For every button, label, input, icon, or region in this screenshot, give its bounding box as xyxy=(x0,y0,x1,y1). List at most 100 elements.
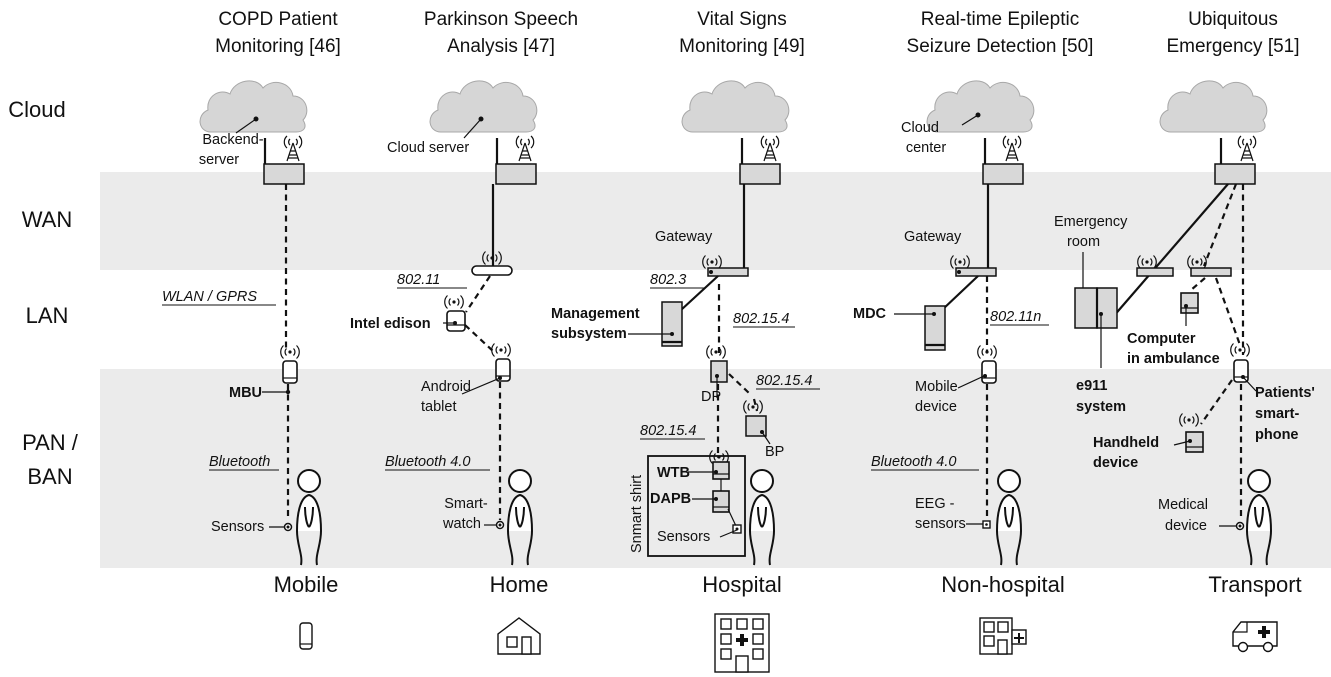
hub-label: Intel edison xyxy=(350,316,431,332)
column-title: COPD Patient xyxy=(218,9,338,30)
cell-tower-icon xyxy=(1002,135,1022,162)
protocol-label: WLAN / GPRS xyxy=(162,289,257,305)
wan-band xyxy=(100,172,1331,270)
emergency-room-building xyxy=(1074,287,1098,329)
cloud-center-label: center xyxy=(906,140,946,156)
patients-phone-label: Patients' xyxy=(1255,385,1315,401)
sensor-label: device xyxy=(1165,518,1207,534)
setting-label: Home xyxy=(490,572,549,597)
emergency-room-label: room xyxy=(1067,234,1100,250)
layer-label-cloud: Cloud xyxy=(8,97,65,122)
smartphone-icon xyxy=(299,622,313,650)
server-box xyxy=(739,163,781,185)
column-ubiquitous-emergency: Ubiquitous Emergency [51] Emergency room… xyxy=(1054,9,1315,653)
protocol-label: 802.15.4 xyxy=(733,311,789,327)
cell-tower-icon xyxy=(515,135,535,162)
wtb-label: WTB xyxy=(657,465,690,481)
mdc-box xyxy=(924,305,946,351)
dapb-device xyxy=(712,490,730,513)
protocol-label: 802.3 xyxy=(650,272,686,288)
dp-label: DP xyxy=(701,389,721,405)
server-box xyxy=(982,163,1024,185)
bp-label: BP xyxy=(765,444,784,460)
sensor-label: sensors xyxy=(915,516,966,532)
cloud-icon xyxy=(681,80,790,133)
column-title: Parkinson Speech xyxy=(424,9,578,30)
column-title: Real-time Epileptic xyxy=(921,9,1079,30)
hospital-building-icon xyxy=(714,613,770,673)
sensor-label: watch xyxy=(442,516,481,532)
setting-label: Hospital xyxy=(702,572,781,597)
cloud-server-label: Cloud server xyxy=(387,140,469,156)
column-title: Emergency [51] xyxy=(1166,36,1299,57)
cloud-icon xyxy=(1159,80,1268,133)
patients-phone-label: phone xyxy=(1255,427,1299,443)
management-label: subsystem xyxy=(551,326,627,342)
protocol-label: 802.11 xyxy=(397,272,440,288)
column-vital-signs: Vital Signs Monitoring [49] Gateway 802.… xyxy=(551,9,820,673)
gateway-box xyxy=(955,267,997,277)
server-box xyxy=(495,163,537,185)
patients-phone-label: smart- xyxy=(1255,406,1299,422)
e911-label: e911 xyxy=(1076,378,1107,394)
clinic-building-icon xyxy=(979,617,1027,655)
e911-label: system xyxy=(1076,399,1126,415)
dapb-label: DAPB xyxy=(650,491,691,507)
emergency-room-label: Emergency xyxy=(1054,214,1128,230)
sensor-label: EEG - xyxy=(915,496,955,512)
protocol-label: 802.15.4 xyxy=(756,373,812,389)
server-box xyxy=(263,163,305,185)
smart-shirt-frame xyxy=(647,455,746,557)
gateway-box xyxy=(707,267,749,277)
house-icon xyxy=(497,617,541,655)
management-subsystem-box xyxy=(661,301,683,347)
phone-icon xyxy=(1233,359,1249,383)
router-icon xyxy=(471,265,513,276)
layer-label-ban: BAN xyxy=(27,464,72,489)
protocol-label: Bluetooth 4.0 xyxy=(385,454,470,470)
column-title: Vital Signs xyxy=(697,9,786,30)
server-box xyxy=(1214,163,1256,185)
sensor-label: Medical xyxy=(1158,497,1208,513)
layer-label-lan: LAN xyxy=(26,303,69,328)
protocol-label: 802.11n xyxy=(990,309,1041,325)
gateway-label: Gateway xyxy=(655,229,713,245)
column-title: Ubiquitous xyxy=(1188,9,1278,30)
shirt-label: Snmart shirt xyxy=(629,475,645,553)
column-title: Seizure Detection [50] xyxy=(907,36,1094,57)
column-copd: COPD Patient Monitoring [46] Backend- se… xyxy=(162,9,341,650)
management-label: Management xyxy=(551,306,640,322)
sensor-label: Smart- xyxy=(444,496,488,512)
device-label-mbu: MBU xyxy=(229,385,262,401)
ambulance-computer-device xyxy=(1180,292,1199,314)
cloud-center-label: Cloud xyxy=(901,120,939,136)
layer-label-wan: WAN xyxy=(22,207,73,232)
cloud-icon xyxy=(429,80,538,133)
protocol-label: 802.15.4 xyxy=(640,423,696,439)
column-parkinson: Parkinson Speech Analysis [47] Cloud ser… xyxy=(350,9,578,655)
device-label: Android xyxy=(421,379,471,395)
antenna-icon xyxy=(491,342,511,358)
handheld-label: Handheld xyxy=(1093,435,1159,451)
computer-label: Computer xyxy=(1127,331,1196,347)
antenna-icon xyxy=(977,344,997,360)
intel-edison-device xyxy=(446,310,466,332)
setting-label: Non-hospital xyxy=(941,572,1065,597)
column-title: Monitoring [46] xyxy=(215,36,341,57)
device-label: device xyxy=(915,399,957,415)
phone-icon xyxy=(282,360,298,384)
gateway-label: Gateway xyxy=(904,229,962,245)
protocol-label: Bluetooth 4.0 xyxy=(871,454,956,470)
column-title: Analysis [47] xyxy=(447,36,555,57)
emergency-room-building xyxy=(1096,287,1118,329)
router-box xyxy=(1190,267,1232,277)
sensor-label: Sensors xyxy=(657,529,710,545)
handheld-label: device xyxy=(1093,455,1138,471)
setting-label: Mobile xyxy=(274,572,339,597)
setting-label: Transport xyxy=(1208,572,1301,597)
antenna-icon xyxy=(706,344,726,360)
device-label: tablet xyxy=(421,399,456,415)
phone-icon xyxy=(981,360,997,384)
antenna-icon xyxy=(444,294,464,310)
